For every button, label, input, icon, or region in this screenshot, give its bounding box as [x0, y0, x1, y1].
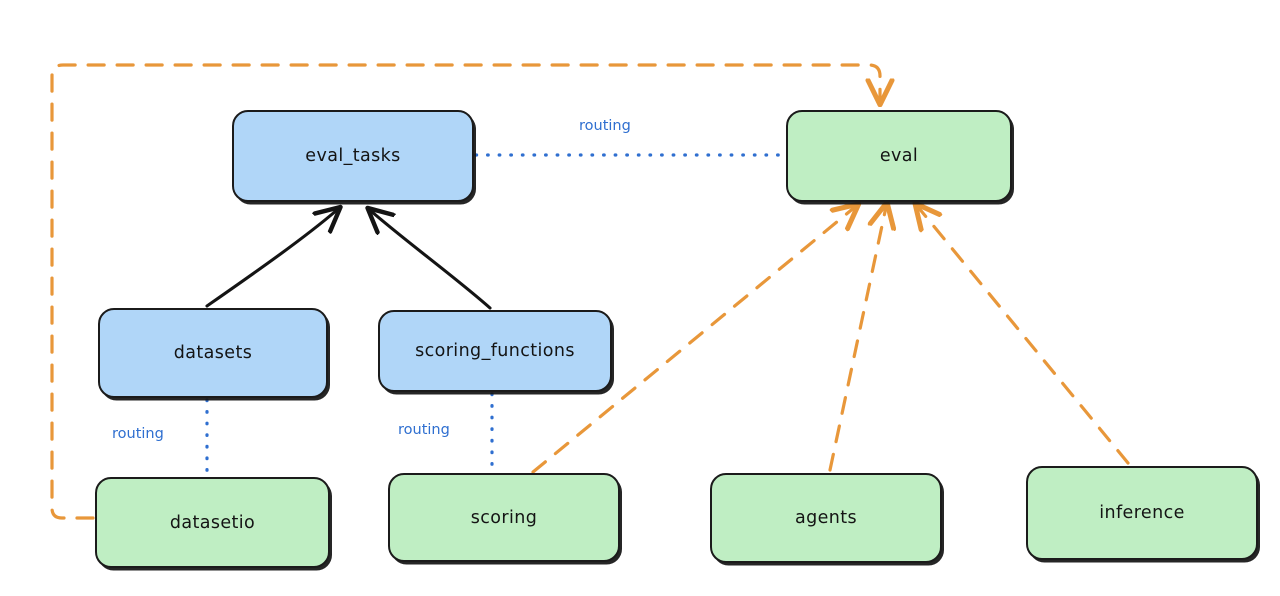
node-scoring-functions[interactable]: scoring_functions	[378, 310, 612, 392]
edge-label-routing-datasets-datasetio: routing	[112, 426, 164, 442]
node-label-datasetio: datasetio	[169, 512, 256, 533]
node-label-eval-tasks: eval_tasks	[305, 146, 401, 166]
edge-agents-to-eval	[828, 207, 886, 472]
node-inference[interactable]: inference	[1026, 466, 1258, 560]
node-label-agents: agents	[794, 508, 858, 528]
node-eval-tasks[interactable]: eval_tasks	[232, 110, 474, 202]
node-label-eval: eval	[879, 146, 919, 166]
node-eval[interactable]: eval	[786, 110, 1012, 202]
edge-datasetio-to-eval	[50, 63, 880, 520]
node-datasets[interactable]: datasets	[98, 308, 328, 398]
node-label-datasets: datasets	[173, 343, 253, 363]
node-agents[interactable]: agents	[710, 473, 942, 563]
edge-scoring-functions-to-eval-tasks	[371, 211, 492, 310]
edge-datasets-to-eval-tasks	[205, 210, 337, 308]
node-datasetio[interactable]: datasetio	[95, 477, 330, 568]
edge-inference-to-eval	[918, 207, 1130, 465]
edge-label-routing-eval-tasks-eval: routing	[579, 118, 631, 134]
node-label-scoring: scoring	[470, 507, 538, 528]
edge-scoring-to-eval	[531, 207, 855, 474]
node-label-scoring-functions: scoring_functions	[415, 341, 575, 361]
node-scoring[interactable]: scoring	[388, 473, 620, 562]
node-label-inference: inference	[1099, 503, 1185, 523]
edge-label-routing-scoring-functions-scoring: routing	[398, 422, 450, 438]
